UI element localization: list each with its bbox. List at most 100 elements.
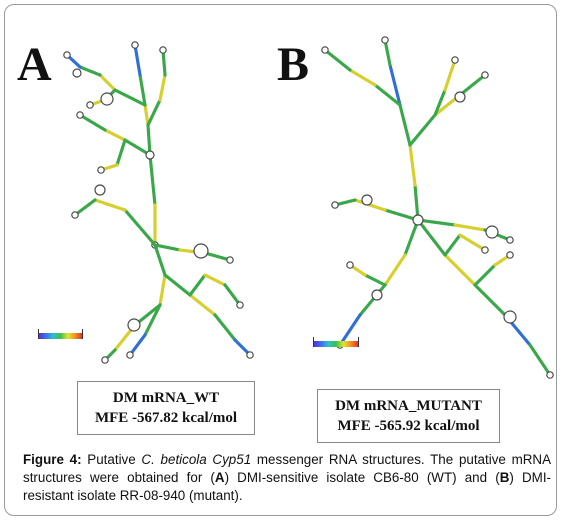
branch-mutant-0 — [388, 63, 402, 107]
branch-wt-2 — [98, 73, 117, 92]
branch-mutant-4-hairpin — [506, 236, 514, 244]
caption-text-1: Putative — [81, 452, 142, 467]
interior-loop-wt — [72, 68, 82, 78]
branch-wt-12 — [115, 138, 127, 167]
branch-mutant-10 — [433, 88, 447, 117]
branch-mutant-6 — [363, 273, 387, 287]
branch-wt-8 — [158, 273, 167, 307]
branch-wt-4 — [103, 128, 127, 142]
branch-wt-6 — [73, 198, 97, 217]
color-scale-bar-a — [38, 329, 83, 339]
branch-mutant-5 — [403, 218, 420, 257]
branch-mutant-10-hairpin — [451, 56, 459, 64]
branch-mutant-6-hairpin — [346, 261, 354, 269]
branch-wt-5 — [148, 153, 157, 207]
label-box-wt: DM mRNA_WT MFE -567.82 kcal/mol — [77, 381, 255, 435]
branch-mutant-4 — [453, 223, 487, 232]
branch-wt-11 — [188, 273, 207, 297]
branch-mutant-9 — [458, 233, 487, 252]
caption-text-3: ) DMI-sensitive isolate CB6-80 (WT) and … — [224, 470, 500, 485]
figure-caption: Figure 4: Putative C. beticola Cyp51 mes… — [23, 451, 551, 505]
branch-mutant-7-hairpin — [546, 371, 554, 379]
branch-wt-6 — [93, 198, 127, 212]
branch-mutant-10 — [443, 58, 457, 92]
branch-wt-11-hairpin — [236, 301, 244, 309]
branch-wt-0 — [146, 123, 152, 157]
branch-mutant-5 — [383, 253, 407, 287]
branch-mutant-1 — [458, 73, 487, 97]
mfe-value-wt: MFE -567.82 kcal/mol — [94, 410, 238, 426]
branch-wt-7 — [203, 251, 232, 262]
branch-mutant-2 — [323, 48, 352, 72]
branch-wt-1 — [158, 73, 167, 102]
junction-wt — [145, 150, 155, 160]
interior-loop-mutant — [503, 310, 517, 324]
branch-wt-3-hairpin — [86, 101, 94, 109]
branch-wt-4-hairpin — [76, 111, 84, 119]
branch-mutant-7 — [443, 253, 477, 287]
branch-mutant-2 — [373, 83, 402, 107]
branch-wt-0 — [143, 103, 150, 127]
mfe-value-mutant: MFE -565.92 kcal/mol — [337, 418, 480, 434]
caption-ref-b: B — [499, 470, 510, 485]
junction-mutant — [412, 214, 424, 226]
branch-mutant-9 — [443, 233, 462, 257]
branch-wt-10 — [163, 273, 192, 297]
branch-mutant-8-hairpin — [506, 251, 514, 259]
branch-mutant-0 — [398, 103, 412, 147]
branch-wt-4 — [123, 138, 152, 157]
branch-wt-12-hairpin — [97, 166, 105, 174]
branch-wt-8 — [143, 303, 162, 337]
branch-mutant-3-hairpin — [331, 201, 339, 209]
branch-wt-0-hairpin — [131, 41, 139, 49]
caption-text-2: messenger RNA structures. The putative m… — [23, 452, 552, 485]
branch-mutant-5 — [338, 313, 362, 347]
branch-mutant-0-hairpin — [381, 36, 389, 44]
panel-letter-a: A — [17, 38, 52, 91]
branch-mutant-3 — [383, 208, 420, 222]
branch-mutant-8 — [473, 263, 497, 287]
branch-wt-11 — [223, 283, 242, 307]
branch-wt-6 — [123, 208, 157, 247]
branch-mutant-0 — [383, 38, 392, 67]
interior-loop-mutant — [454, 91, 466, 103]
branch-mutant-7 — [473, 283, 507, 317]
interior-loop-mutant — [371, 289, 383, 301]
branch-mutant-4 — [416, 218, 457, 227]
interior-loop-wt — [100, 92, 114, 106]
branch-wt-9-hairpin — [101, 356, 109, 364]
branch-wt-10 — [213, 313, 237, 342]
caption-label: Figure 4: — [23, 452, 82, 467]
interior-loop-wt — [94, 184, 106, 196]
branch-mutant-1-hairpin — [481, 71, 489, 79]
rna-structure-wt — [63, 36, 554, 379]
structure-title-wt: DM mRNA_WT — [112, 390, 220, 406]
branch-wt-2 — [78, 65, 102, 77]
branch-wt-2-hairpin — [63, 51, 71, 59]
branch-mutant-2-hairpin — [321, 46, 329, 54]
branch-wt-1 — [161, 48, 167, 77]
caption-text-4: ) DMI-resistant isolate RR-08-940 (mutan… — [23, 470, 551, 503]
branch-wt-1 — [146, 98, 162, 127]
structure-title-mutant: DM mRNA_MUTANT — [335, 398, 482, 414]
figure-frame: A B DM mRNA_WT MFE -567.82 kcal/mol DM m… — [4, 4, 557, 516]
panel-letter-b: B — [277, 38, 310, 91]
interior-loop-mutant — [485, 225, 499, 239]
color-scale-bar-b — [313, 337, 359, 347]
branch-wt-7 — [153, 243, 182, 252]
branch-wt-11 — [203, 273, 227, 287]
branch-mutant-3 — [353, 198, 387, 212]
caption-ref-a: A — [214, 470, 225, 485]
interior-loop-wt — [193, 243, 209, 259]
branch-mutant-9-hairpin — [481, 246, 489, 254]
branch-wt-7-hairpin — [226, 256, 234, 264]
branch-mutant-5 — [358, 283, 387, 317]
branch-wt-8 — [153, 243, 167, 277]
branch-wt-4 — [78, 113, 107, 132]
branch-wt-8 — [128, 333, 147, 357]
branch-mutant-0 — [408, 143, 417, 187]
interior-loop-mutant — [361, 194, 373, 206]
branch-mutant-1 — [408, 113, 437, 147]
branch-mutant-0 — [413, 183, 420, 222]
branch-mutant-2 — [348, 68, 377, 87]
